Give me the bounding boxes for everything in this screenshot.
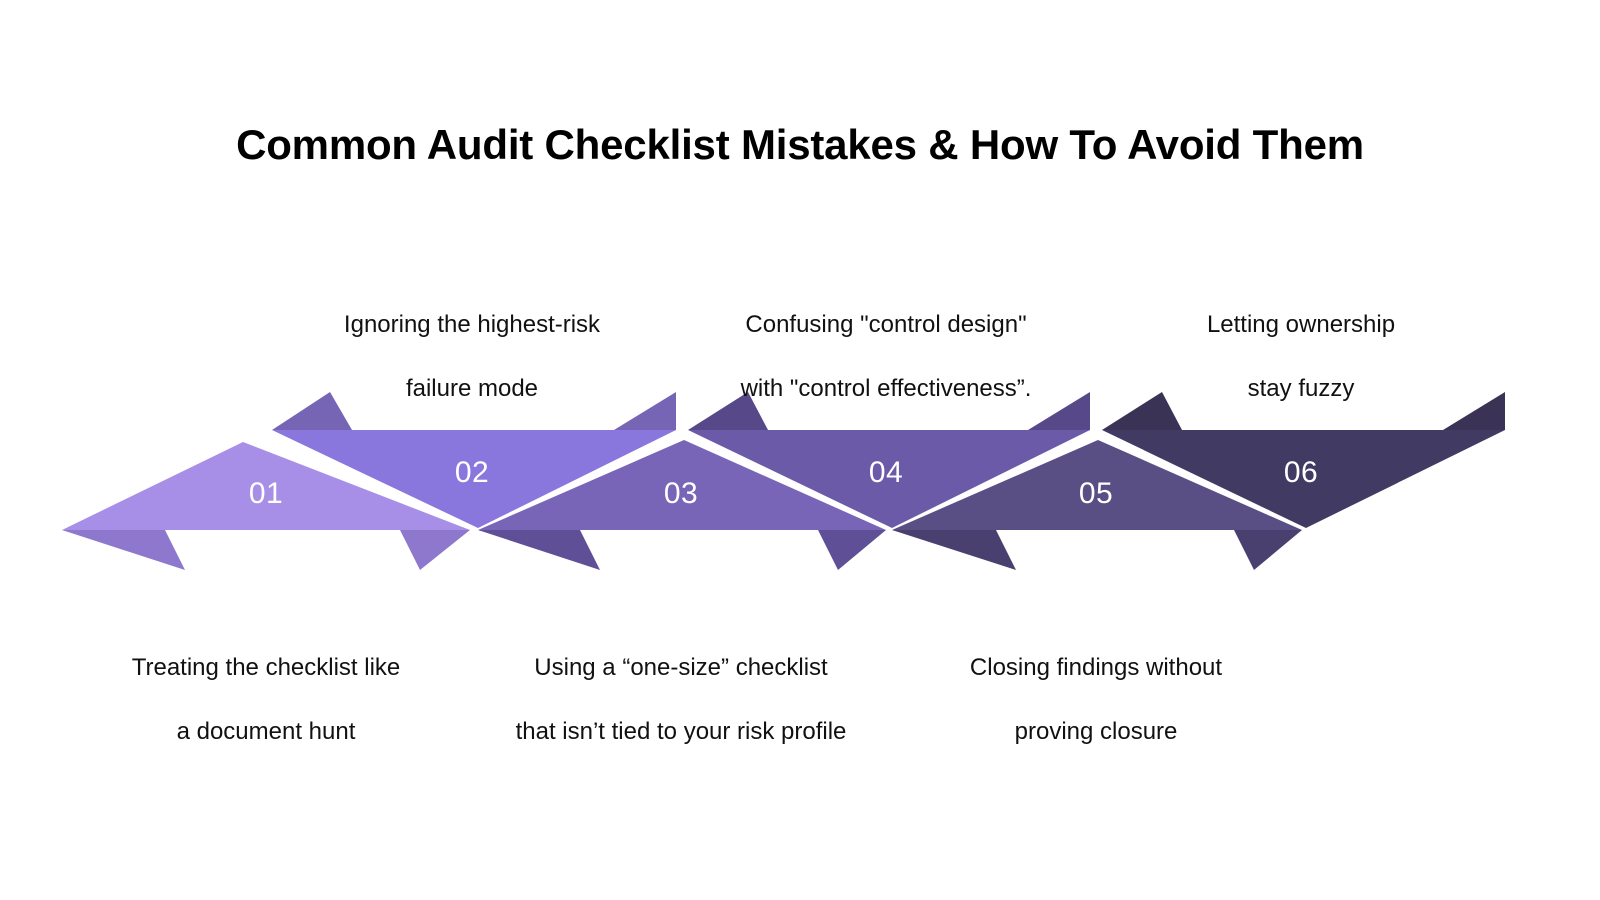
step-02-tail-fin [272, 392, 352, 430]
step-caption-02-line-1: Ignoring the highest-risk [343, 310, 601, 338]
step-01-arrowhead [400, 530, 470, 570]
step-06-body [1102, 430, 1505, 528]
step-caption-01-line-1: Treating the checklist like [131, 653, 401, 681]
step-caption-03-line-1: Using a “one-size” checklist [534, 653, 828, 681]
page-title: Common Audit Checklist Mistakes & How To… [236, 121, 1364, 169]
step-caption-01: Treating the checklist like a document h… [56, 620, 476, 780]
step-03-tail-fin [478, 530, 600, 570]
step-01-tail-fin [62, 530, 185, 570]
step-06-arrowhead [1443, 392, 1505, 430]
step-caption-04-line-2: with "control effectiveness”. [740, 374, 1032, 402]
step-caption-04-line-1: Confusing "control design" [745, 310, 1027, 338]
step-caption-03-line-2: that isn’t tied to your risk profile [515, 717, 847, 745]
step-04-arrowhead [1028, 392, 1090, 430]
step-caption-05-line-1: Closing findings without [969, 653, 1223, 681]
step-04-tail-fin [688, 392, 768, 430]
step-05-body [892, 440, 1302, 530]
step-caption-01-line-2: a document hunt [176, 717, 356, 745]
step-caption-05: Closing findings without proving closure [876, 620, 1316, 780]
step-caption-05-line-2: proving closure [1014, 717, 1178, 745]
step-06-tail-fin [1102, 392, 1182, 430]
step-caption-03: Using a “one-size” checklist that isn’t … [431, 620, 931, 780]
step-05-arrowhead [1234, 530, 1302, 570]
step-03-arrowhead [818, 530, 886, 570]
step-caption-06-line-2: stay fuzzy [1247, 374, 1355, 402]
step-caption-06: Letting ownership stay fuzzy [1091, 277, 1511, 437]
step-02-body [272, 430, 676, 528]
step-caption-04: Confusing "control design" with "control… [656, 277, 1116, 437]
step-caption-06-line-1: Letting ownership [1206, 310, 1396, 338]
step-caption-02-line-2: failure mode [405, 374, 539, 402]
step-01-body [62, 442, 470, 530]
step-04-body [688, 430, 1090, 528]
arrow-band-group [62, 392, 1505, 570]
step-02-arrowhead [614, 392, 676, 430]
step-03-body [478, 440, 886, 530]
step-05-tail-fin [892, 530, 1016, 570]
step-caption-02: Ignoring the highest-risk failure mode [262, 277, 682, 437]
